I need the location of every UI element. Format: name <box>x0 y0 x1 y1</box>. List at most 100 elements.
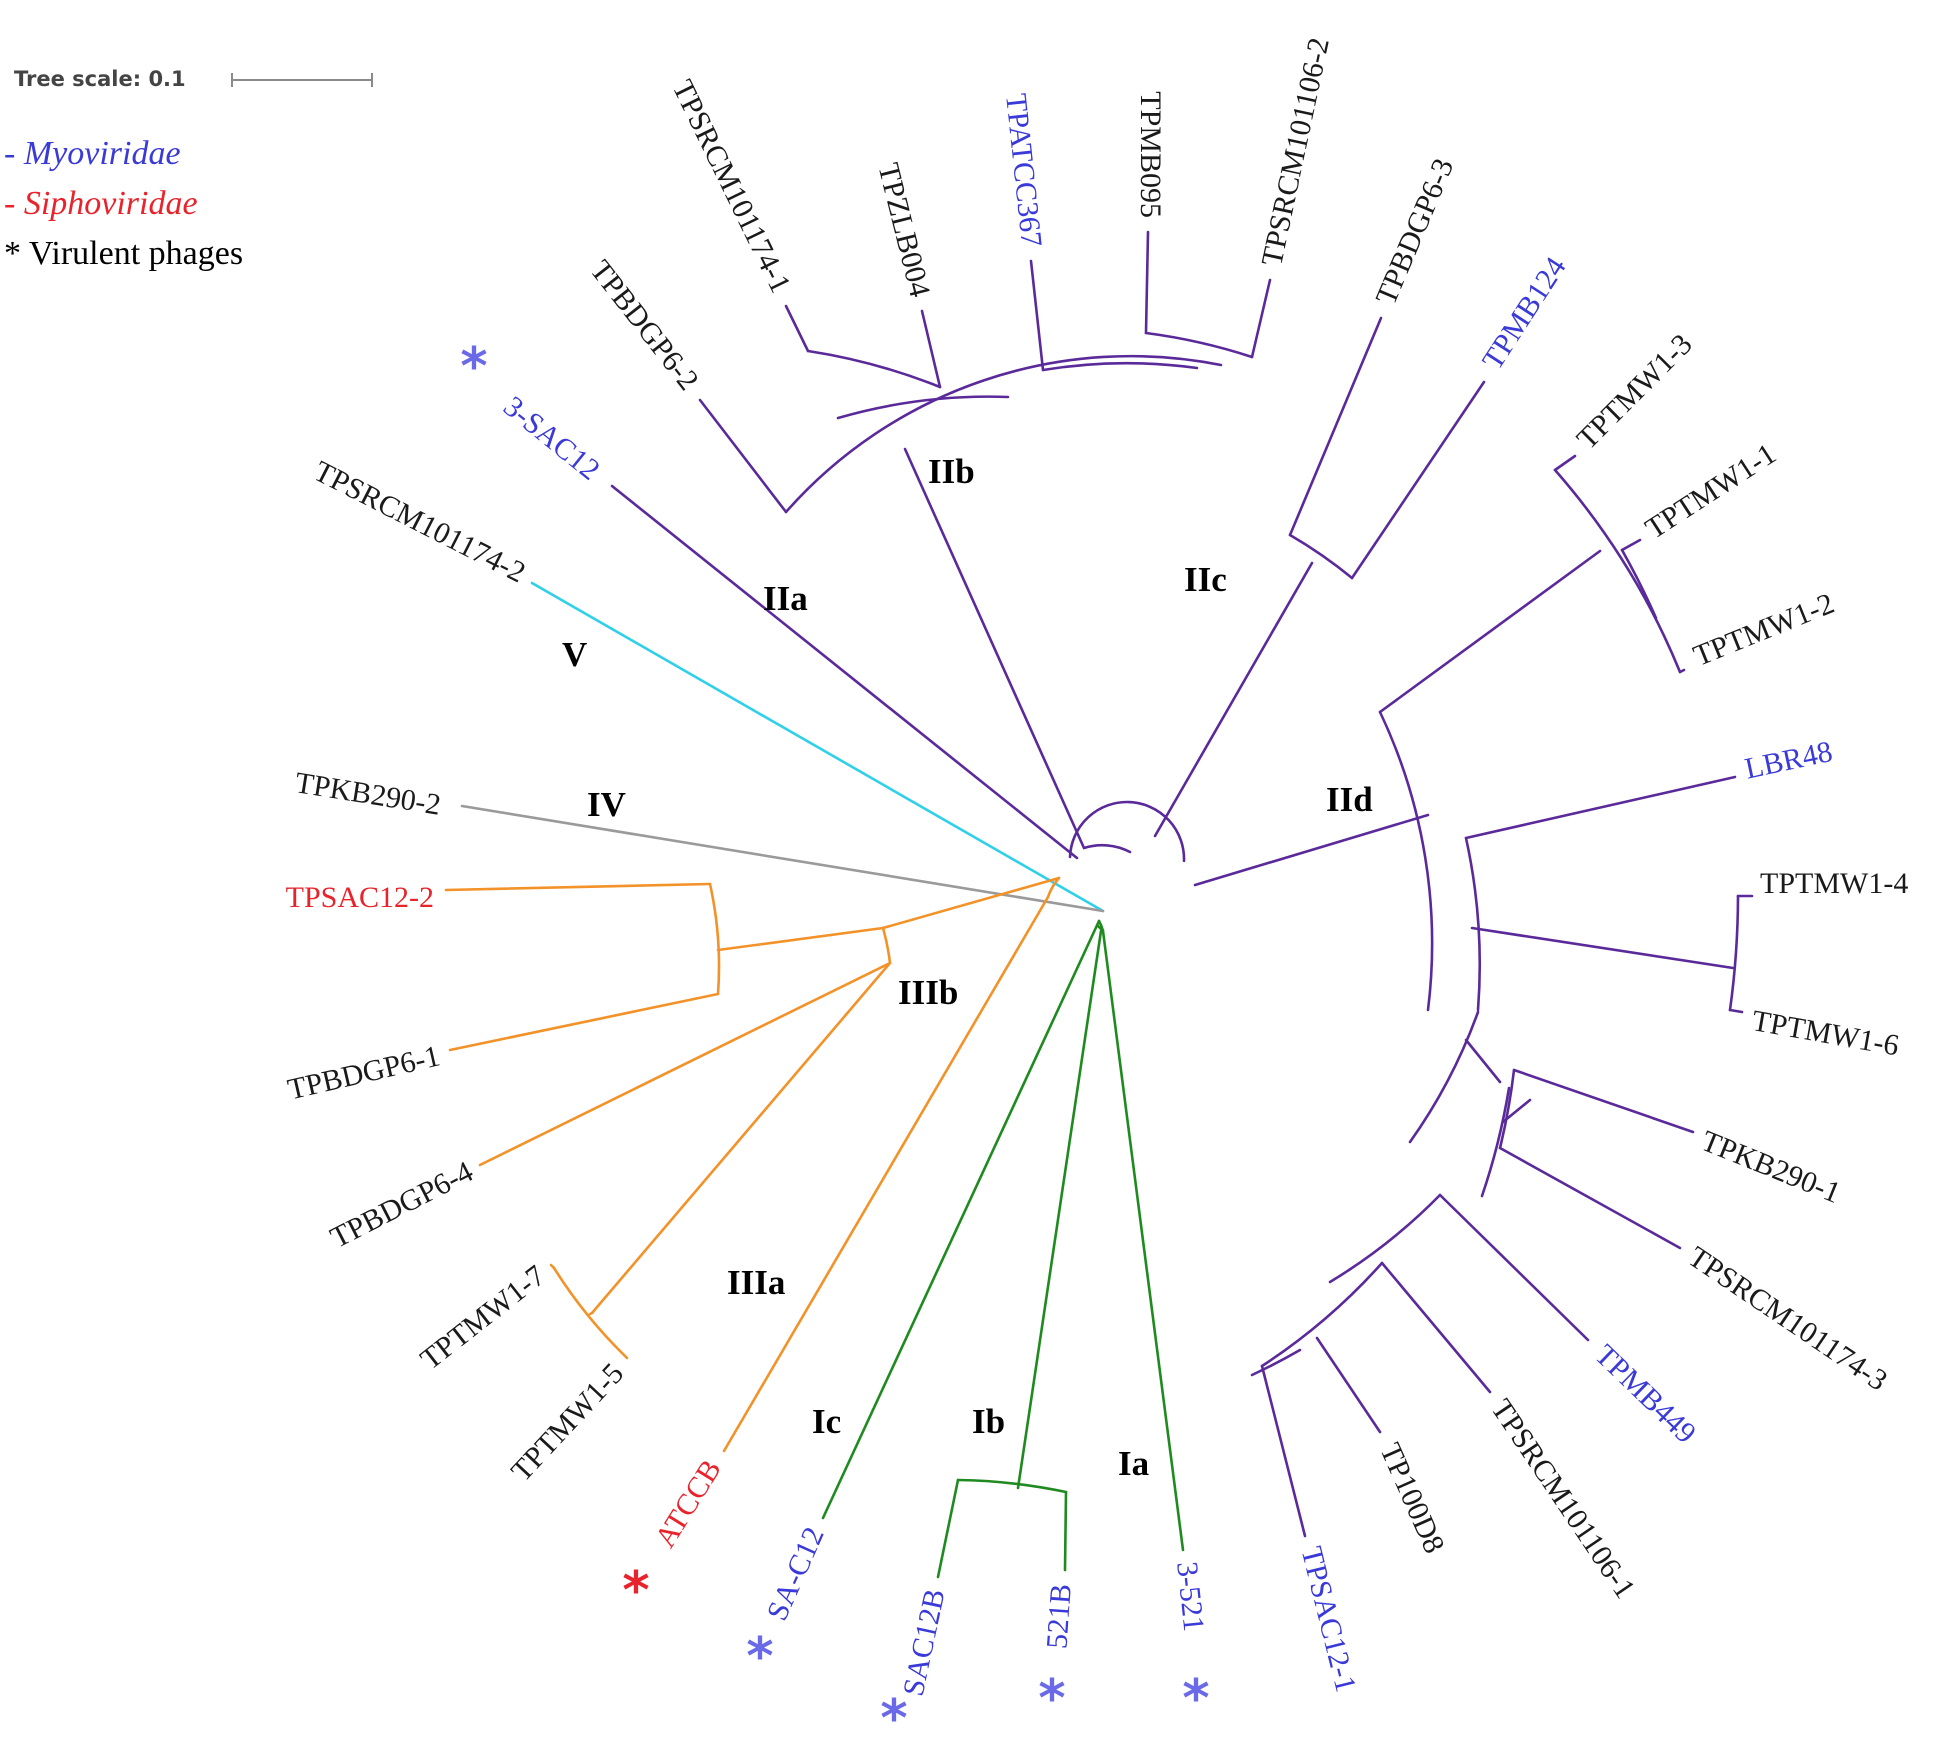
branch-TPBDGP6-2 <box>698 398 788 514</box>
branch-ATCCB <box>722 895 1050 1453</box>
clade-sac-arc <box>1328 1193 1442 1284</box>
branch-TPSRCM101174-3 <box>1498 1146 1682 1250</box>
legend: - Myoviridae - Siphoviridae * Virulent p… <box>4 135 243 272</box>
branch-SA-C12 <box>821 919 1101 1520</box>
branch-TPKB290-2 <box>460 804 1105 913</box>
leaf-label-tpsrcm101174-3: TPSRCM101174-3 <box>1682 1240 1893 1397</box>
leaf-label-atccb: ATCCB <box>649 1454 728 1553</box>
clade-sac-inner-arc <box>1260 1261 1384 1368</box>
leaf-label-tpatcc367: TPATCC367 <box>999 92 1048 249</box>
clade-kb-inner-arc <box>1498 1068 1516 1150</box>
leaf-label-tpmb449: TPMB449 <box>1588 1338 1702 1450</box>
clade-sac-innermost-arc <box>1250 1348 1302 1377</box>
leaf-label-tpkb290-2: TPKB290-2 <box>293 766 443 822</box>
clade-labels: Ia Ib Ic IIa IIb IIc IId IIIa IIIb IV V <box>562 452 1373 1483</box>
leaf-label-tptmw1-1: TPTMW1-1 <box>1640 437 1782 545</box>
leaf-label-tptmw1-5: TPTMW1-5 <box>505 1357 630 1488</box>
clade-II-root-arc <box>1068 800 1186 863</box>
clade-III-branches <box>444 876 1061 1453</box>
clade-IIb-right-arc <box>1041 361 1199 372</box>
clade-Ib-arc <box>956 1478 1068 1494</box>
branch-521B <box>1063 1490 1068 1572</box>
branch-IIIb-inner <box>716 926 885 952</box>
leaf-label-lbr48: LBR48 <box>1742 735 1835 786</box>
clade-label-V: V <box>562 635 587 674</box>
branch-TPZLB004 <box>920 309 942 389</box>
legend-virulent-phages: * Virulent phages <box>4 235 243 272</box>
leaf-label-tptmw1-6: TPTMW1-6 <box>1750 1004 1902 1062</box>
leaf-label-tpbdgp6-1: TPBDGP6-1 <box>285 1039 443 1106</box>
branch-tptmw-pair-stem <box>588 1311 594 1316</box>
branch-IId-upper-stem <box>1378 549 1602 714</box>
branch-TPTMW1-5 <box>622 1353 629 1360</box>
clade-IIb-main-arc <box>784 354 1223 514</box>
branch-IId-stem <box>1193 813 1430 887</box>
leaf-label-tpbdgp6-4: TPBDGP6-4 <box>325 1155 478 1255</box>
branch-IIIa-inner <box>590 961 892 1315</box>
clade-label-Ib: Ib <box>972 1402 1005 1441</box>
branch-TPSAC12-1 <box>1260 1364 1307 1538</box>
clade-I-branches <box>821 919 1185 1579</box>
branch-TPTMW1-6 <box>1728 1008 1744 1014</box>
branch-TPBDGP6-3 <box>1288 316 1383 537</box>
branch-TPMB124 <box>1350 380 1486 580</box>
branch-TPATCC367 <box>1029 259 1045 372</box>
virulent-star-icon: * <box>1182 1669 1209 1729</box>
clade-IIb-left-inner-arc <box>806 349 942 389</box>
branch-TPMB095 <box>1144 230 1150 335</box>
clade-IId-lower-arc <box>1408 1010 1480 1144</box>
clade-IId-mid-arc <box>1464 836 1482 1012</box>
branch-TPBDGP6-1 <box>448 992 720 1052</box>
branch-TPTMW1-2 <box>1678 668 1686 674</box>
branch-TPSAC12-2 <box>444 882 712 892</box>
clade-IV-branches <box>460 804 1105 913</box>
clade-IIc-arc <box>1288 533 1354 580</box>
virulent-star-icon: * <box>746 1627 773 1687</box>
legend-siphoviridae: - Siphoviridae <box>4 185 198 222</box>
leaf-label-tptmw1-3: TPTMW1-3 <box>1570 328 1698 456</box>
leaf-label-tptmw1-4: TPTMW1-4 <box>1760 867 1908 900</box>
branch-IIIb-stem <box>881 876 1061 930</box>
clade-IIIb-arc <box>881 926 892 965</box>
leaf-label-tpsac12-2: TPSAC12-2 <box>286 881 434 914</box>
branch-IIc-stem <box>1153 561 1314 838</box>
legend-myoviridae: - Myoviridae <box>4 135 181 172</box>
clade-label-IIa: IIa <box>763 579 808 618</box>
clade-label-IIIa: IIIa <box>727 1263 785 1302</box>
branch-3-SAC12 <box>610 484 1079 860</box>
clade-IIb-right-inner-arc <box>1144 331 1254 359</box>
branch-IId-lower-stem <box>1464 1038 1502 1084</box>
clade-IId-main-arc <box>1378 710 1434 1012</box>
branch-TP100D8 <box>1315 1336 1382 1434</box>
branch-SAC12B <box>936 1478 960 1579</box>
clade-tptmw123-arc <box>1553 468 1682 674</box>
clade-tptmw46-arc <box>1728 894 1740 1012</box>
leaf-label-tpsac12-1: TPSAC12-1 <box>1295 1543 1363 1695</box>
branch-Ib-stem <box>1016 929 1103 1490</box>
clade-IIb-stem-arc <box>1082 843 1132 854</box>
leaf-label-tpmb124: TPMB124 <box>1476 251 1573 375</box>
leaf-label-tpsrcm101106-1: TPSRCM101106-1 <box>1484 1393 1641 1604</box>
clade-II-branches <box>610 230 1754 1538</box>
leaf-label-3-521: 3-521 <box>1170 1560 1210 1633</box>
clade-label-Ia: Ia <box>1118 1444 1149 1483</box>
branch-TPTMW1-1 <box>1620 538 1642 552</box>
branch-TPMB449 <box>1438 1193 1590 1342</box>
clade-label-IIc: IIc <box>1184 560 1227 599</box>
leaf-label-tp100d8: TP100D8 <box>1373 1438 1451 1558</box>
branch-TPSRCM101174-1 <box>784 304 810 353</box>
clade-kb-arc <box>1480 1086 1511 1198</box>
leaf-label-sac12b: SAC12B <box>897 1586 952 1699</box>
virulent-star-icon: * <box>460 337 487 397</box>
leaf-label-tpbdgp6-3: TPBDGP6-3 <box>1369 154 1460 310</box>
leaf-label-tpmb095: TPMB095 <box>1134 91 1167 218</box>
branch-TPSRCM101174-2 <box>530 581 1105 913</box>
tree-scale-label: Tree scale: 0.1 <box>14 67 186 91</box>
clade-label-IV: IV <box>587 785 626 824</box>
leaf-label-tpkb290-1: TPKB290-1 <box>1697 1124 1845 1210</box>
leaf-label-tpsrcm101106-2: TPSRCM101106-2 <box>1255 35 1336 269</box>
branch-3-521 <box>1101 929 1185 1552</box>
branch-TPTMW1-3 <box>1553 454 1577 472</box>
